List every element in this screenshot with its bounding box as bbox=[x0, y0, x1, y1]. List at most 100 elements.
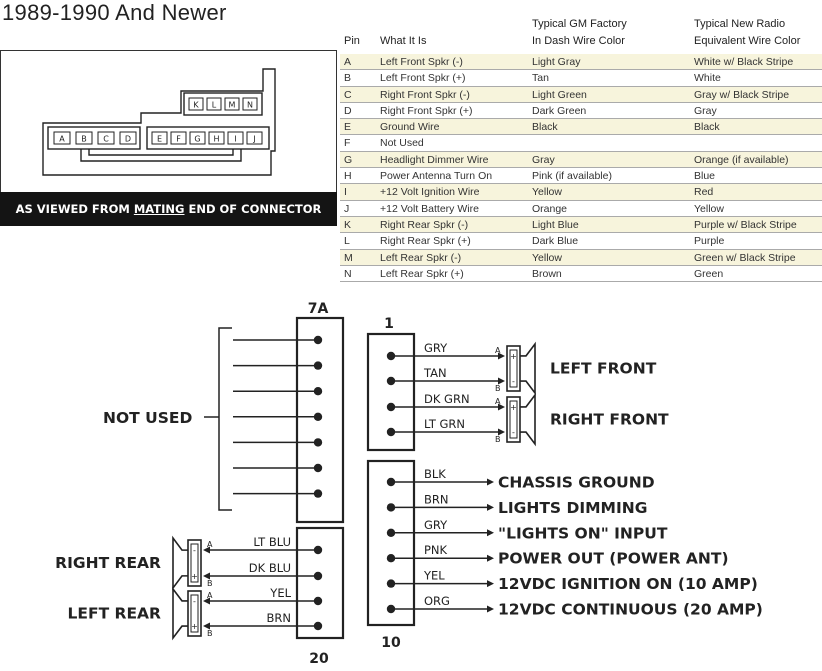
cell-gm-color: Light Blue bbox=[532, 218, 579, 231]
cell-radio-color: Purple w/ Black Stripe bbox=[694, 218, 797, 231]
not-used-label: NOT USED bbox=[103, 409, 192, 427]
rear-speaker-label: RIGHT REAR bbox=[55, 554, 161, 572]
wire-color-label: DK GRN bbox=[424, 392, 470, 406]
header-what: What It Is bbox=[380, 35, 427, 47]
connector-pin bbox=[170, 131, 187, 145]
connector-pin-letter: M bbox=[229, 101, 236, 110]
connector-pin bbox=[246, 131, 263, 145]
speaker-lead-letter: B bbox=[495, 384, 501, 393]
arrow-head bbox=[498, 403, 505, 411]
cell-gm-color: Pink (if available) bbox=[532, 170, 612, 183]
connector-pin bbox=[206, 97, 222, 111]
speaker-polarity: + bbox=[191, 572, 198, 581]
cell-what: Right Rear Spkr (+) bbox=[380, 235, 471, 248]
header-radio-2: Equivalent Wire Color bbox=[694, 35, 801, 47]
terminal-dot bbox=[313, 412, 323, 421]
terminal-dot bbox=[313, 387, 323, 396]
cell-pin: D bbox=[344, 104, 352, 117]
arrow-head bbox=[487, 605, 494, 613]
cell-gm-color: Dark Blue bbox=[532, 235, 579, 248]
wire-color-label: BLK bbox=[424, 467, 446, 481]
speaker-polarity: - bbox=[512, 428, 515, 437]
wire-function-label: CHASSIS GROUND bbox=[498, 474, 655, 492]
connector-pin bbox=[188, 97, 204, 111]
connector-pin bbox=[97, 131, 115, 145]
speaker-polarity: - bbox=[193, 546, 196, 555]
cell-radio-color: Green bbox=[694, 267, 724, 280]
block-7a-pins bbox=[233, 335, 323, 498]
speaker-polarity: + bbox=[191, 622, 198, 631]
cell-radio-color: Gray w/ Black Stripe bbox=[694, 88, 790, 101]
connector-caption: AS VIEWED FROM MATING END OF CONNECTOR bbox=[0, 192, 337, 226]
connector-pin-letter: A bbox=[59, 135, 65, 144]
front-speaker-label: LEFT FRONT bbox=[550, 360, 657, 378]
header-gm-1: Typical GM Factory bbox=[532, 18, 627, 30]
cell-radio-color: Yellow bbox=[694, 202, 724, 215]
cell-pin: G bbox=[344, 153, 353, 166]
block-top-right-start-label: 1 bbox=[384, 316, 394, 332]
cell-what: +12 Volt Battery Wire bbox=[380, 202, 479, 215]
cell-pin: L bbox=[344, 235, 350, 248]
cell-gm-color: Tan bbox=[532, 72, 549, 85]
terminal-dot bbox=[313, 335, 323, 345]
cell-gm-color: Yellow bbox=[532, 186, 562, 199]
speaker-lead-letter: A bbox=[207, 540, 213, 549]
connector-pin-letter: C bbox=[103, 135, 109, 144]
cell-pin: A bbox=[344, 56, 352, 68]
cell-pin: F bbox=[344, 137, 351, 150]
cell-gm-color: Gray bbox=[532, 153, 555, 166]
wire-color-label: YEL bbox=[423, 569, 445, 583]
cell-gm-color: Black bbox=[532, 121, 558, 134]
speaker-terminal-inner bbox=[190, 594, 199, 633]
wire-color-label: PNK bbox=[424, 543, 448, 557]
speaker-polarity: - bbox=[193, 597, 196, 606]
block-bottom-left-end-label: 20 bbox=[309, 651, 329, 667]
connector-pin bbox=[53, 131, 71, 145]
speaker-lead-letter: A bbox=[495, 397, 501, 406]
cell-radio-color: White w/ Black Stripe bbox=[694, 56, 794, 68]
cell-what: Left Rear Spkr (+) bbox=[380, 267, 464, 280]
connector-pin-letter: H bbox=[213, 135, 219, 144]
terminal-dot bbox=[313, 463, 323, 473]
cell-what: Left Front Spkr (-) bbox=[380, 56, 463, 68]
connector-pin-letter: G bbox=[194, 135, 200, 144]
header-pin: Pin bbox=[344, 35, 360, 47]
arrow-head bbox=[487, 580, 494, 588]
wire-color-label: LT BLU bbox=[253, 535, 291, 549]
arrow-head bbox=[203, 622, 210, 630]
block-bottom-right-end-label: 10 bbox=[381, 635, 401, 651]
speaker-cone-icon bbox=[520, 392, 536, 447]
wire-function-label: 12VDC IGNITION ON (10 AMP) bbox=[498, 575, 758, 593]
wire-color-label: DK BLU bbox=[249, 561, 291, 575]
caption-text-a: AS VIEWED FROM bbox=[15, 202, 134, 216]
block-7a-label: 7A bbox=[308, 301, 329, 317]
cell-pin: C bbox=[344, 88, 352, 101]
pin-table: Pin What It Is Typical GM Factory In Das… bbox=[340, 14, 822, 283]
connector-pin-letter: L bbox=[212, 101, 217, 110]
speaker-polarity: + bbox=[510, 403, 517, 412]
speaker-lead-letter: B bbox=[495, 435, 501, 444]
connector-pin-letter: J bbox=[252, 135, 255, 144]
connector-pin-letter: N bbox=[247, 101, 253, 110]
speaker-terminal-inner bbox=[509, 400, 518, 439]
connector-pin bbox=[227, 131, 244, 145]
caption-text-underlined: MATING bbox=[133, 202, 185, 216]
wire-color-label: TAN bbox=[423, 366, 447, 380]
rear-speaker-label: LEFT REAR bbox=[68, 605, 162, 623]
cell-radio-color: Orange (if available) bbox=[694, 153, 789, 166]
wire-function-label: POWER OUT (POWER ANT) bbox=[498, 550, 729, 568]
not-used-brace bbox=[218, 327, 232, 511]
